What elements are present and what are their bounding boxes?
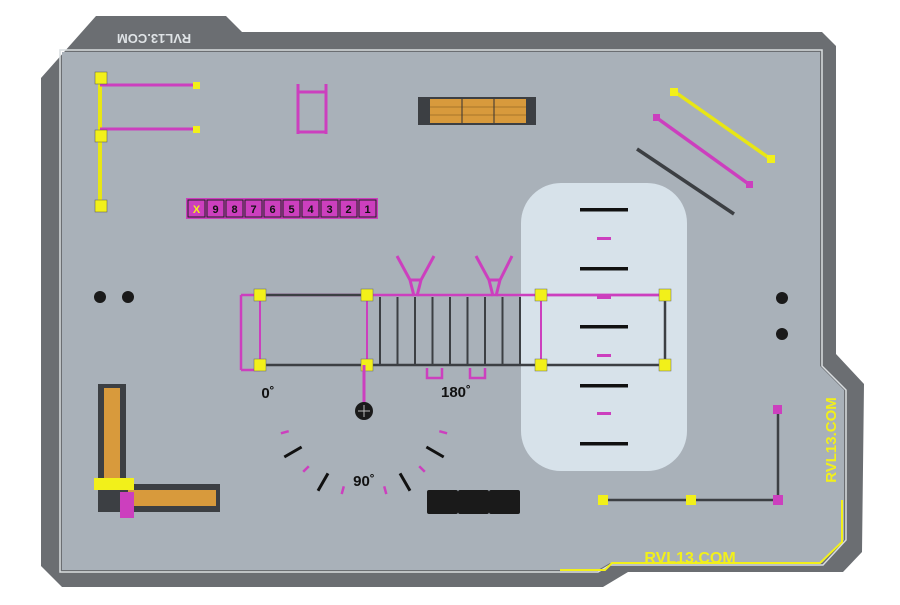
dip-station [296, 84, 328, 134]
inner-outline [59, 49, 847, 573]
ladder-cell [206, 199, 225, 218]
brand-top-left: RVL13.COM [98, 30, 210, 48]
plyo-bench-top [418, 97, 536, 125]
ladder-cell [301, 199, 320, 218]
ladder-cell [187, 199, 206, 218]
l-bench [94, 384, 220, 518]
dial-tick [302, 465, 310, 473]
ladder-label: 7 [250, 204, 256, 216]
dial-tick [280, 429, 290, 435]
ladder-cell [263, 199, 282, 218]
ladder-cell [320, 199, 339, 218]
wall-targets [776, 292, 788, 340]
floor-pads [94, 291, 134, 303]
parallel-bars [636, 88, 775, 216]
ladder-label: 8 [231, 204, 237, 216]
ladder-label: 6 [269, 204, 275, 216]
ladder-label: 4 [307, 204, 314, 216]
ladder-cell [282, 199, 301, 218]
sprint-line [580, 384, 628, 388]
brand-text-right: RVL13.COM [823, 397, 840, 483]
main-rig [239, 255, 672, 408]
sprint-line [580, 325, 628, 329]
brand-text-top-left: RVL13.COM [117, 31, 191, 46]
dial-tick [425, 445, 445, 459]
ladder-label: 2 [345, 204, 351, 216]
sprint-dash [597, 237, 611, 240]
rotation-dial: 0˚ 90˚ 180˚ [261, 384, 471, 495]
plyo-boxes [427, 490, 520, 514]
dial-tick [438, 429, 448, 435]
degree-label-0: 0˚ [261, 385, 274, 402]
ladder-label: 1 [364, 204, 370, 216]
ladder-label: 5 [288, 204, 294, 216]
dial-tick [382, 485, 388, 495]
ladder-label: X [193, 204, 201, 216]
sprint-dash [597, 296, 611, 299]
dial-tick [283, 445, 303, 459]
wall-rack [94, 71, 200, 213]
low-frame [598, 405, 783, 505]
ladder-cell [244, 199, 263, 218]
sprint-dash [597, 354, 611, 357]
ladder-cell [358, 199, 377, 218]
ladder-label: 3 [326, 204, 332, 216]
degree-label-180: 180˚ [441, 384, 471, 401]
sprint-line [580, 208, 628, 212]
sprint-line [580, 442, 628, 446]
dial-tick [340, 485, 346, 495]
dial-tick [316, 472, 330, 492]
degree-label-90: 90˚ [353, 473, 375, 490]
ladder-label: 9 [212, 204, 218, 216]
ladder-cell [225, 199, 244, 218]
sprint-dash [597, 412, 611, 415]
brand-text-bottom: RVL13.COM [644, 550, 735, 567]
dial-tick [398, 472, 412, 492]
dial-tick [418, 465, 426, 473]
yellow-accent-line [560, 500, 843, 571]
sprint-lines [580, 208, 628, 446]
ladder-cell [339, 199, 358, 218]
sprint-line [580, 267, 628, 271]
